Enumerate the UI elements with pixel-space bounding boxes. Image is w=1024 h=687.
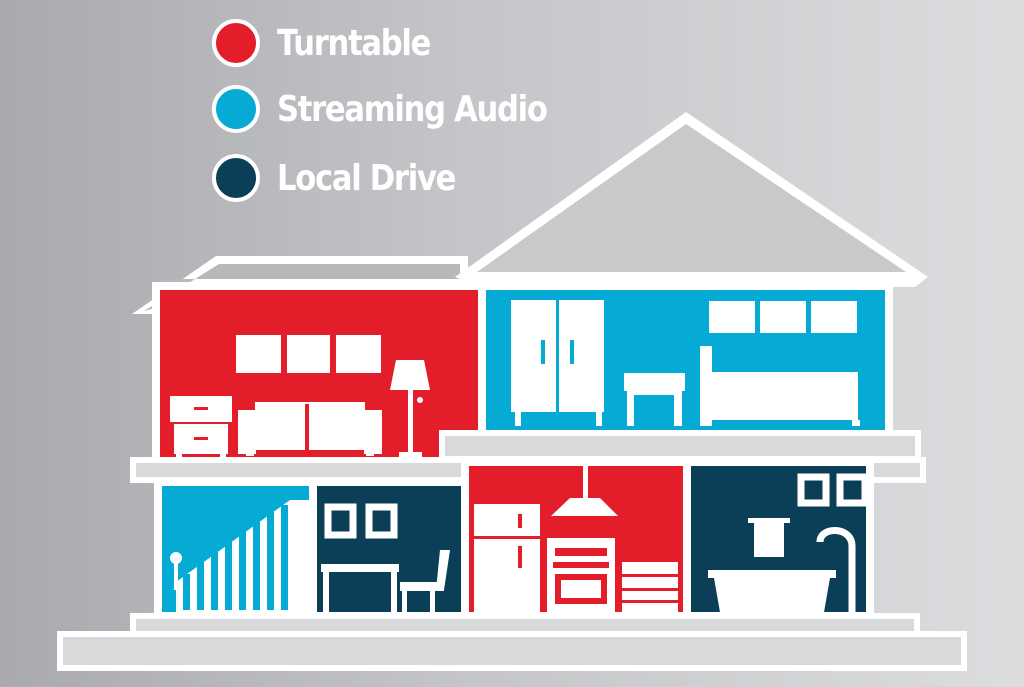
wardrobe-icon: [511, 300, 604, 426]
legend-item-local-drive: Local Drive: [212, 151, 487, 205]
bathtub-icon: [708, 570, 836, 612]
bathroom-windows: [797, 473, 869, 507]
kitchen-cabinet-icon: [622, 562, 678, 612]
turntable-swatch: [212, 19, 260, 67]
dining-room-fill: [309, 478, 469, 620]
living-room-windows: [236, 335, 381, 373]
legend-label-streaming-audio: Streaming Audio: [277, 88, 548, 130]
room-living-room: [152, 282, 487, 466]
towel-rack-icon: [748, 518, 790, 557]
room-bedroom: [478, 282, 893, 438]
streaming-audio-swatch: [212, 85, 260, 133]
upper-right-floor-slab: [439, 430, 921, 462]
roof-right: [455, 112, 928, 287]
stove-icon: [547, 538, 615, 612]
nightstand-icon: [170, 396, 232, 460]
dining-windows: [324, 503, 398, 539]
bed-icon: [700, 346, 860, 426]
bedroom-chair-icon: [624, 373, 685, 426]
sofa-icon: [238, 402, 382, 456]
local-drive-swatch: [212, 154, 260, 202]
legend-item-turntable: Turntable: [212, 16, 457, 70]
faucet-icon: [816, 527, 856, 612]
room-dining-room: [309, 478, 469, 620]
foundation: [57, 631, 967, 671]
refrigerator-icon: [474, 504, 540, 612]
room-kitchen: [461, 458, 691, 620]
stair-gaps: [183, 505, 288, 610]
dining-chair-icon: [400, 550, 450, 612]
legend-label-local-drive: Local Drive: [277, 157, 456, 199]
legend-item-streaming-audio: Streaming Audio: [212, 82, 594, 136]
room-stairwell: [154, 478, 317, 620]
room-bathroom: [683, 458, 874, 620]
dining-table-icon: [321, 564, 399, 612]
floor-lamp-icon: [390, 360, 430, 458]
range-hood-icon: [551, 462, 618, 516]
legend-label-turntable: Turntable: [277, 22, 431, 64]
bedroom-windows: [709, 301, 857, 333]
